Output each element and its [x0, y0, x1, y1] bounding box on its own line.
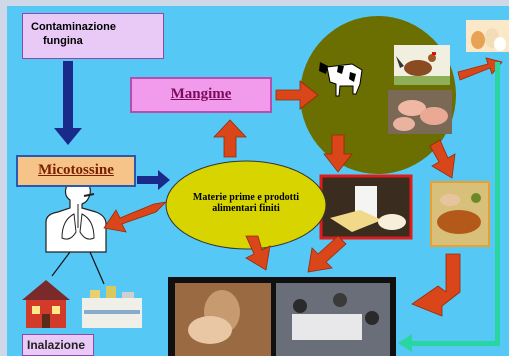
consumer-photo-panel — [168, 277, 396, 356]
contaminazione-fungina-box: Contaminazione fungina — [22, 13, 164, 59]
hen-icon — [394, 45, 450, 85]
eggs-icon — [466, 20, 509, 52]
micotossine-box: Micotossine — [16, 155, 136, 187]
dairy-icon — [321, 176, 411, 238]
inalazione-box: Inalazione — [22, 334, 94, 356]
materie-line1: Materie prime e prodotti — [170, 192, 322, 203]
factory-icon — [82, 286, 142, 328]
materie-line2: alimentari finiti — [170, 203, 322, 214]
materie-prime-label: Materie prime e prodotti alimentari fini… — [170, 192, 322, 214]
pigs-icon — [388, 90, 452, 134]
contaminazione-label: Contaminazione — [31, 21, 116, 33]
fungina-label: fungina — [31, 34, 163, 48]
roast-food-icon — [431, 182, 489, 246]
mangime-box: Mangime — [130, 77, 272, 113]
